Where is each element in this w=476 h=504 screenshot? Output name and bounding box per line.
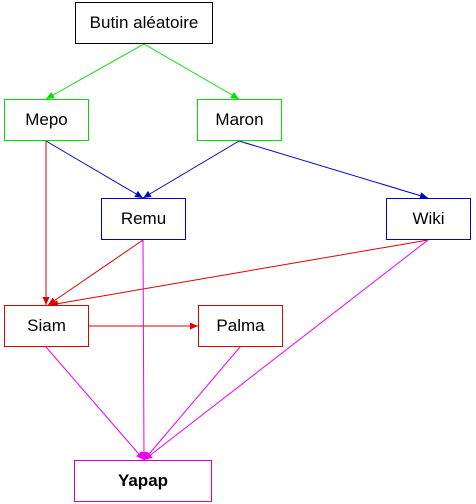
arrowhead-maron-to-remu — [143, 190, 152, 198]
edge-butin-to-maron — [143, 43, 240, 100]
arrowhead-butin-to-mepo — [46, 92, 55, 99]
edge-remu-to-siam — [47, 239, 144, 306]
node-maron: Maron — [197, 99, 282, 141]
node-remu: Remu — [101, 198, 186, 240]
arrowhead-remu-to-yapap — [140, 451, 148, 460]
node-butin-aleatoire: Butin aléatoire — [75, 2, 213, 44]
node-yapap: Yapap — [74, 460, 212, 502]
node-wiki: Wiki — [386, 198, 471, 240]
node-mepo: Mepo — [4, 99, 89, 141]
arrowhead-wiki-to-yapap — [144, 452, 153, 460]
arrowhead-maron-to-wiki — [419, 192, 428, 200]
edge-remu-to-yapap — [142, 239, 145, 461]
arrowhead-siam-to-palma — [190, 322, 198, 330]
edge-mepo-to-remu — [45, 140, 144, 199]
edge-palma-to-yapap — [143, 346, 241, 461]
edge-wiki-to-yapap — [143, 239, 429, 461]
edge-maron-to-remu — [142, 140, 240, 199]
arrowhead-butin-to-maron — [230, 91, 239, 99]
node-palma: Palma — [198, 305, 283, 347]
edge-siam-to-yapap — [45, 346, 145, 461]
edge-butin-to-mepo — [45, 43, 145, 100]
arrowhead-mepo-to-remu — [134, 190, 143, 198]
node-siam: Siam — [4, 305, 89, 347]
edge-maron-to-wiki — [238, 140, 429, 199]
edge-wiki-to-siam — [49, 239, 429, 306]
arrowhead-mepo-to-siam — [42, 297, 50, 305]
